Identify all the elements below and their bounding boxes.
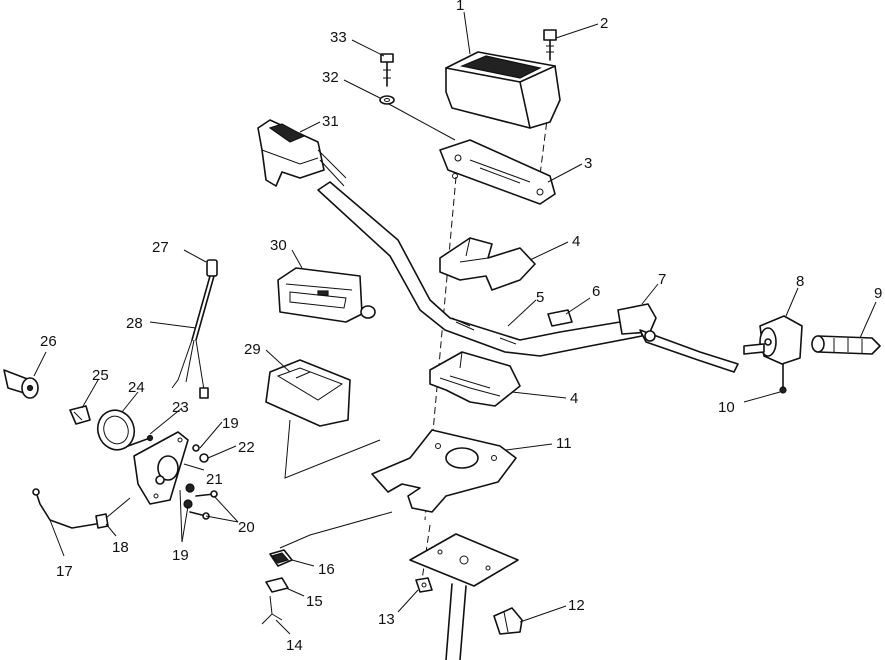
callout-19a: 19: [222, 415, 239, 432]
callout-21: 21: [206, 471, 223, 488]
callout-2: 2: [600, 15, 608, 32]
callout-9: 9: [874, 285, 882, 302]
callout-labels: 1 2 3 4 4 5 6 7 8 9 10 11 12 13 14 15 16…: [40, 0, 882, 654]
callout-24: 24: [128, 379, 145, 396]
callout-19b: 19: [172, 547, 189, 564]
lower-clamp-block: [429, 351, 521, 407]
bracket-screw: [127, 434, 154, 447]
speedometer: [277, 267, 376, 323]
handlebar-cover-pad: [445, 51, 561, 129]
callout-14: 14: [286, 637, 303, 654]
callout-32: 32: [322, 69, 339, 86]
callout-17: 17: [56, 563, 73, 580]
callout-4a: 4: [572, 233, 580, 250]
callout-27: 27: [152, 239, 169, 256]
callout-33: 33: [330, 29, 347, 46]
callout-12: 12: [568, 597, 585, 614]
switch-housing: [257, 119, 347, 187]
steering-bushing: [493, 607, 523, 635]
speedo-cable: [171, 259, 218, 399]
callout-20: 20: [238, 519, 255, 536]
throttle-screw: [779, 363, 787, 394]
assembly-lines: [279, 102, 549, 581]
upper-clamp-plate: [439, 139, 556, 205]
steering-nut: [415, 577, 433, 593]
callout-25: 25: [92, 367, 109, 384]
callout-29: 29: [244, 341, 261, 358]
bolt-and-washer: [379, 53, 395, 105]
callout-15: 15: [306, 593, 323, 610]
clip-set: [261, 549, 293, 625]
callout-22: 22: [238, 439, 255, 456]
cover-screw: [543, 29, 557, 61]
end-cap-bolt: [69, 405, 91, 425]
callout-7: 7: [658, 271, 666, 288]
callout-11: 11: [556, 435, 572, 452]
mounting-plate: [371, 429, 517, 513]
callout-26: 26: [40, 333, 57, 350]
callout-6: 6: [592, 283, 600, 300]
throttle-cable: [32, 488, 131, 529]
throttle-housing: [743, 315, 803, 365]
handlebar-end-cap: [3, 369, 39, 399]
callout-16: 16: [318, 561, 335, 578]
callout-23: 23: [172, 399, 189, 416]
upper-clamp-block: [439, 237, 536, 291]
callout-4b: 4: [570, 390, 578, 407]
speedometer-bezel: [265, 359, 351, 427]
callout-28: 28: [126, 315, 143, 332]
mirror-ring: [96, 409, 136, 451]
callout-13: 13: [378, 611, 395, 628]
brake-lever: [617, 303, 739, 373]
steering-post: [409, 533, 519, 660]
callout-31: 31: [322, 113, 339, 130]
callout-18: 18: [112, 539, 129, 556]
handlebar-grip: [811, 335, 881, 355]
callout-30: 30: [270, 237, 287, 254]
callout-8: 8: [796, 273, 804, 290]
callout-10: 10: [718, 399, 735, 416]
callout-1: 1: [456, 0, 464, 14]
callout-5: 5: [536, 289, 544, 306]
mounting-bracket: [133, 431, 189, 505]
leader-lines: [33, 11, 877, 635]
callout-3: 3: [584, 155, 592, 172]
